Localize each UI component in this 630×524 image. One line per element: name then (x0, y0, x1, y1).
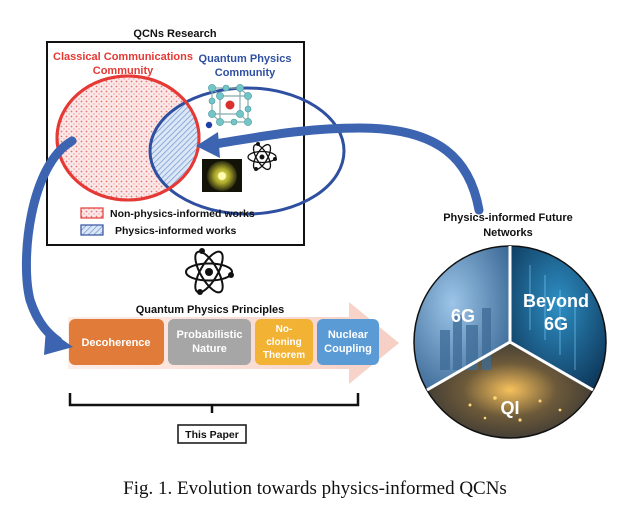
legend-physics-label: Physics-informed works (115, 225, 237, 237)
segment-beyond-6g (510, 246, 606, 390)
atom-icon (247, 142, 277, 171)
principle-box-probabilistic: Probabilistic Nature (168, 319, 251, 365)
svg-text:Nuclear: Nuclear (328, 329, 369, 341)
principles-title: Quantum Physics Principles (136, 304, 285, 316)
principle-box-no-cloning: No- cloning Theorem (255, 319, 313, 365)
segment-beyond-label-1: Beyond (523, 291, 589, 311)
curved-arrow-right-head (196, 132, 220, 158)
principle-box-nuclear-coupling: Nuclear Coupling (317, 319, 379, 365)
large-atom-icon (185, 248, 234, 295)
quantum-community-label-1: Quantum Physics (199, 53, 292, 65)
future-networks-title-1: Physics-informed Future (443, 212, 573, 224)
svg-text:Theorem: Theorem (263, 350, 305, 361)
segment-qi (427, 342, 593, 438)
svg-text:Probabilistic: Probabilistic (176, 329, 242, 341)
svg-text:Decoherence: Decoherence (81, 337, 150, 349)
particle-burst-image (202, 159, 242, 192)
legend-non-physics-label: Non-physics-informed works (110, 208, 255, 220)
future-networks-title-2: Networks (483, 227, 533, 239)
segment-beyond-label-2: 6G (544, 314, 568, 334)
classical-community-label-2: Community (93, 65, 154, 77)
crystal-lattice-icon (205, 84, 252, 129)
figure-canvas: QCNs Research Classical Communications C… (21, 28, 607, 444)
figure-caption: Fig. 1. Evolution towards physics-inform… (123, 478, 507, 499)
research-title: QCNs Research (133, 28, 216, 40)
classical-community-label-1: Classical Communications (53, 51, 193, 63)
legend-swatch-physics (80, 224, 104, 236)
quantum-community-ellipse (148, 86, 346, 216)
svg-text:cloning: cloning (266, 337, 302, 348)
segment-6g-label: 6G (451, 306, 475, 326)
this-paper-box (177, 424, 247, 444)
this-paper-label: This Paper (185, 429, 239, 441)
svg-text:Coupling: Coupling (324, 343, 372, 355)
principle-box-decoherence: Decoherence (69, 319, 164, 365)
this-paper-brace (68, 393, 360, 413)
curved-arrow-right (210, 123, 484, 215)
segment-qi-label: QI (500, 398, 519, 418)
quantum-community-label-2: Community (215, 67, 276, 79)
legend-swatch-non-physics (80, 207, 104, 219)
future-networks-circle (413, 245, 607, 439)
curved-arrow-left-head (44, 328, 73, 355)
svg-text:No-: No- (276, 324, 293, 335)
svg-text:Nature: Nature (192, 343, 227, 355)
